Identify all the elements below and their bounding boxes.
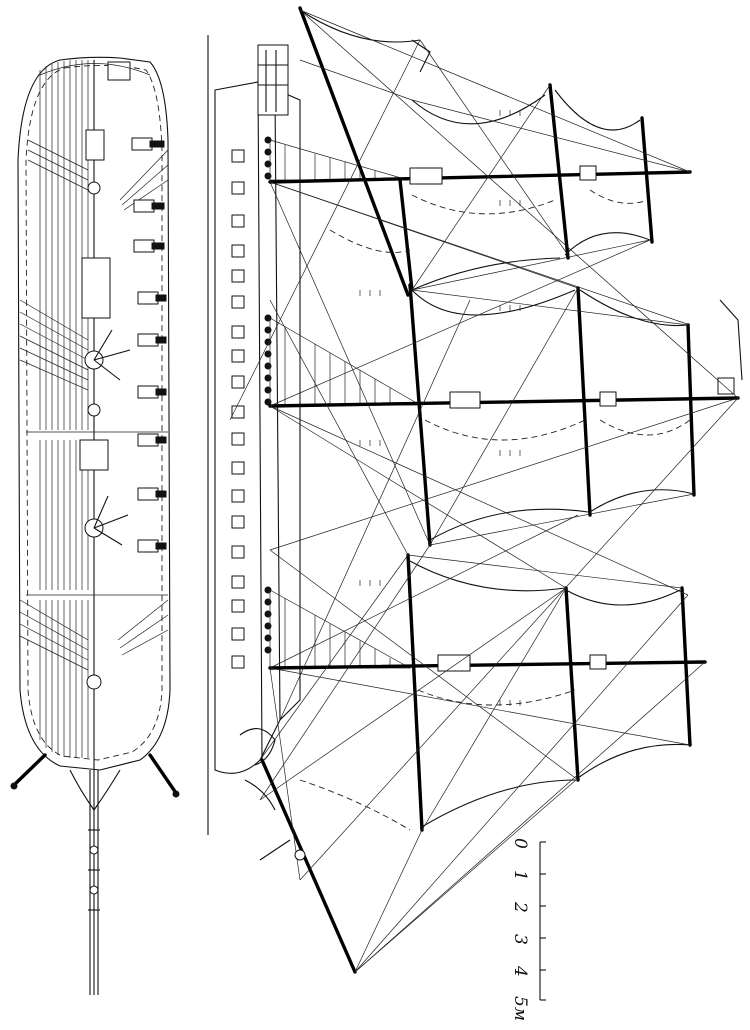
bowsprit — [260, 758, 357, 974]
sail-dashed-lines — [299, 189, 691, 831]
deck-plan — [10, 56, 180, 995]
deck-plan-guns — [131, 137, 167, 553]
deck-plan-hatches — [79, 129, 111, 690]
scale-tick-label-2: 2 — [510, 901, 530, 913]
scale-tick-label-3: 3 — [510, 934, 530, 945]
main-mast — [268, 396, 740, 408]
deck-plan-shrouds-left — [19, 139, 89, 671]
deck-plan-hull-outline — [17, 56, 171, 771]
sails — [299, 9, 695, 829]
hull-side — [214, 81, 301, 774]
masts — [260, 170, 740, 974]
mizzen-mast — [268, 170, 692, 184]
deck-plan-bow — [10, 753, 180, 995]
side-elevation — [207, 6, 743, 974]
stern-castle — [257, 44, 289, 116]
reef-points — [359, 110, 521, 706]
deck-plan-planking — [26, 60, 168, 758]
yards — [298, 6, 696, 832]
rigging — [229, 9, 739, 973]
deck-plan-stern — [39, 63, 151, 76]
deck-plan-windlass — [107, 61, 131, 81]
scale-tick-label-5: 5м — [510, 996, 530, 1021]
deck-plan-shrouds-right — [117, 149, 169, 656]
deck-plan-inner-bulwark — [25, 64, 163, 761]
scale-tick-label-4: 4 — [510, 965, 530, 977]
hull-deck-line — [257, 81, 263, 761]
stern-flag — [411, 39, 743, 381]
scale-tick-label-0: 0 — [510, 838, 530, 849]
scale-bar: 0 1 2 3 4 5м — [510, 838, 546, 1021]
bow-decoration — [239, 728, 306, 861]
channels-deadeyes — [264, 136, 272, 654]
scale-tick-label-1: 1 — [510, 870, 530, 881]
deck-plan-capstan-bars — [93, 329, 131, 546]
mast-tops — [409, 165, 735, 672]
gunports — [231, 149, 245, 669]
fore-mast — [268, 660, 707, 670]
